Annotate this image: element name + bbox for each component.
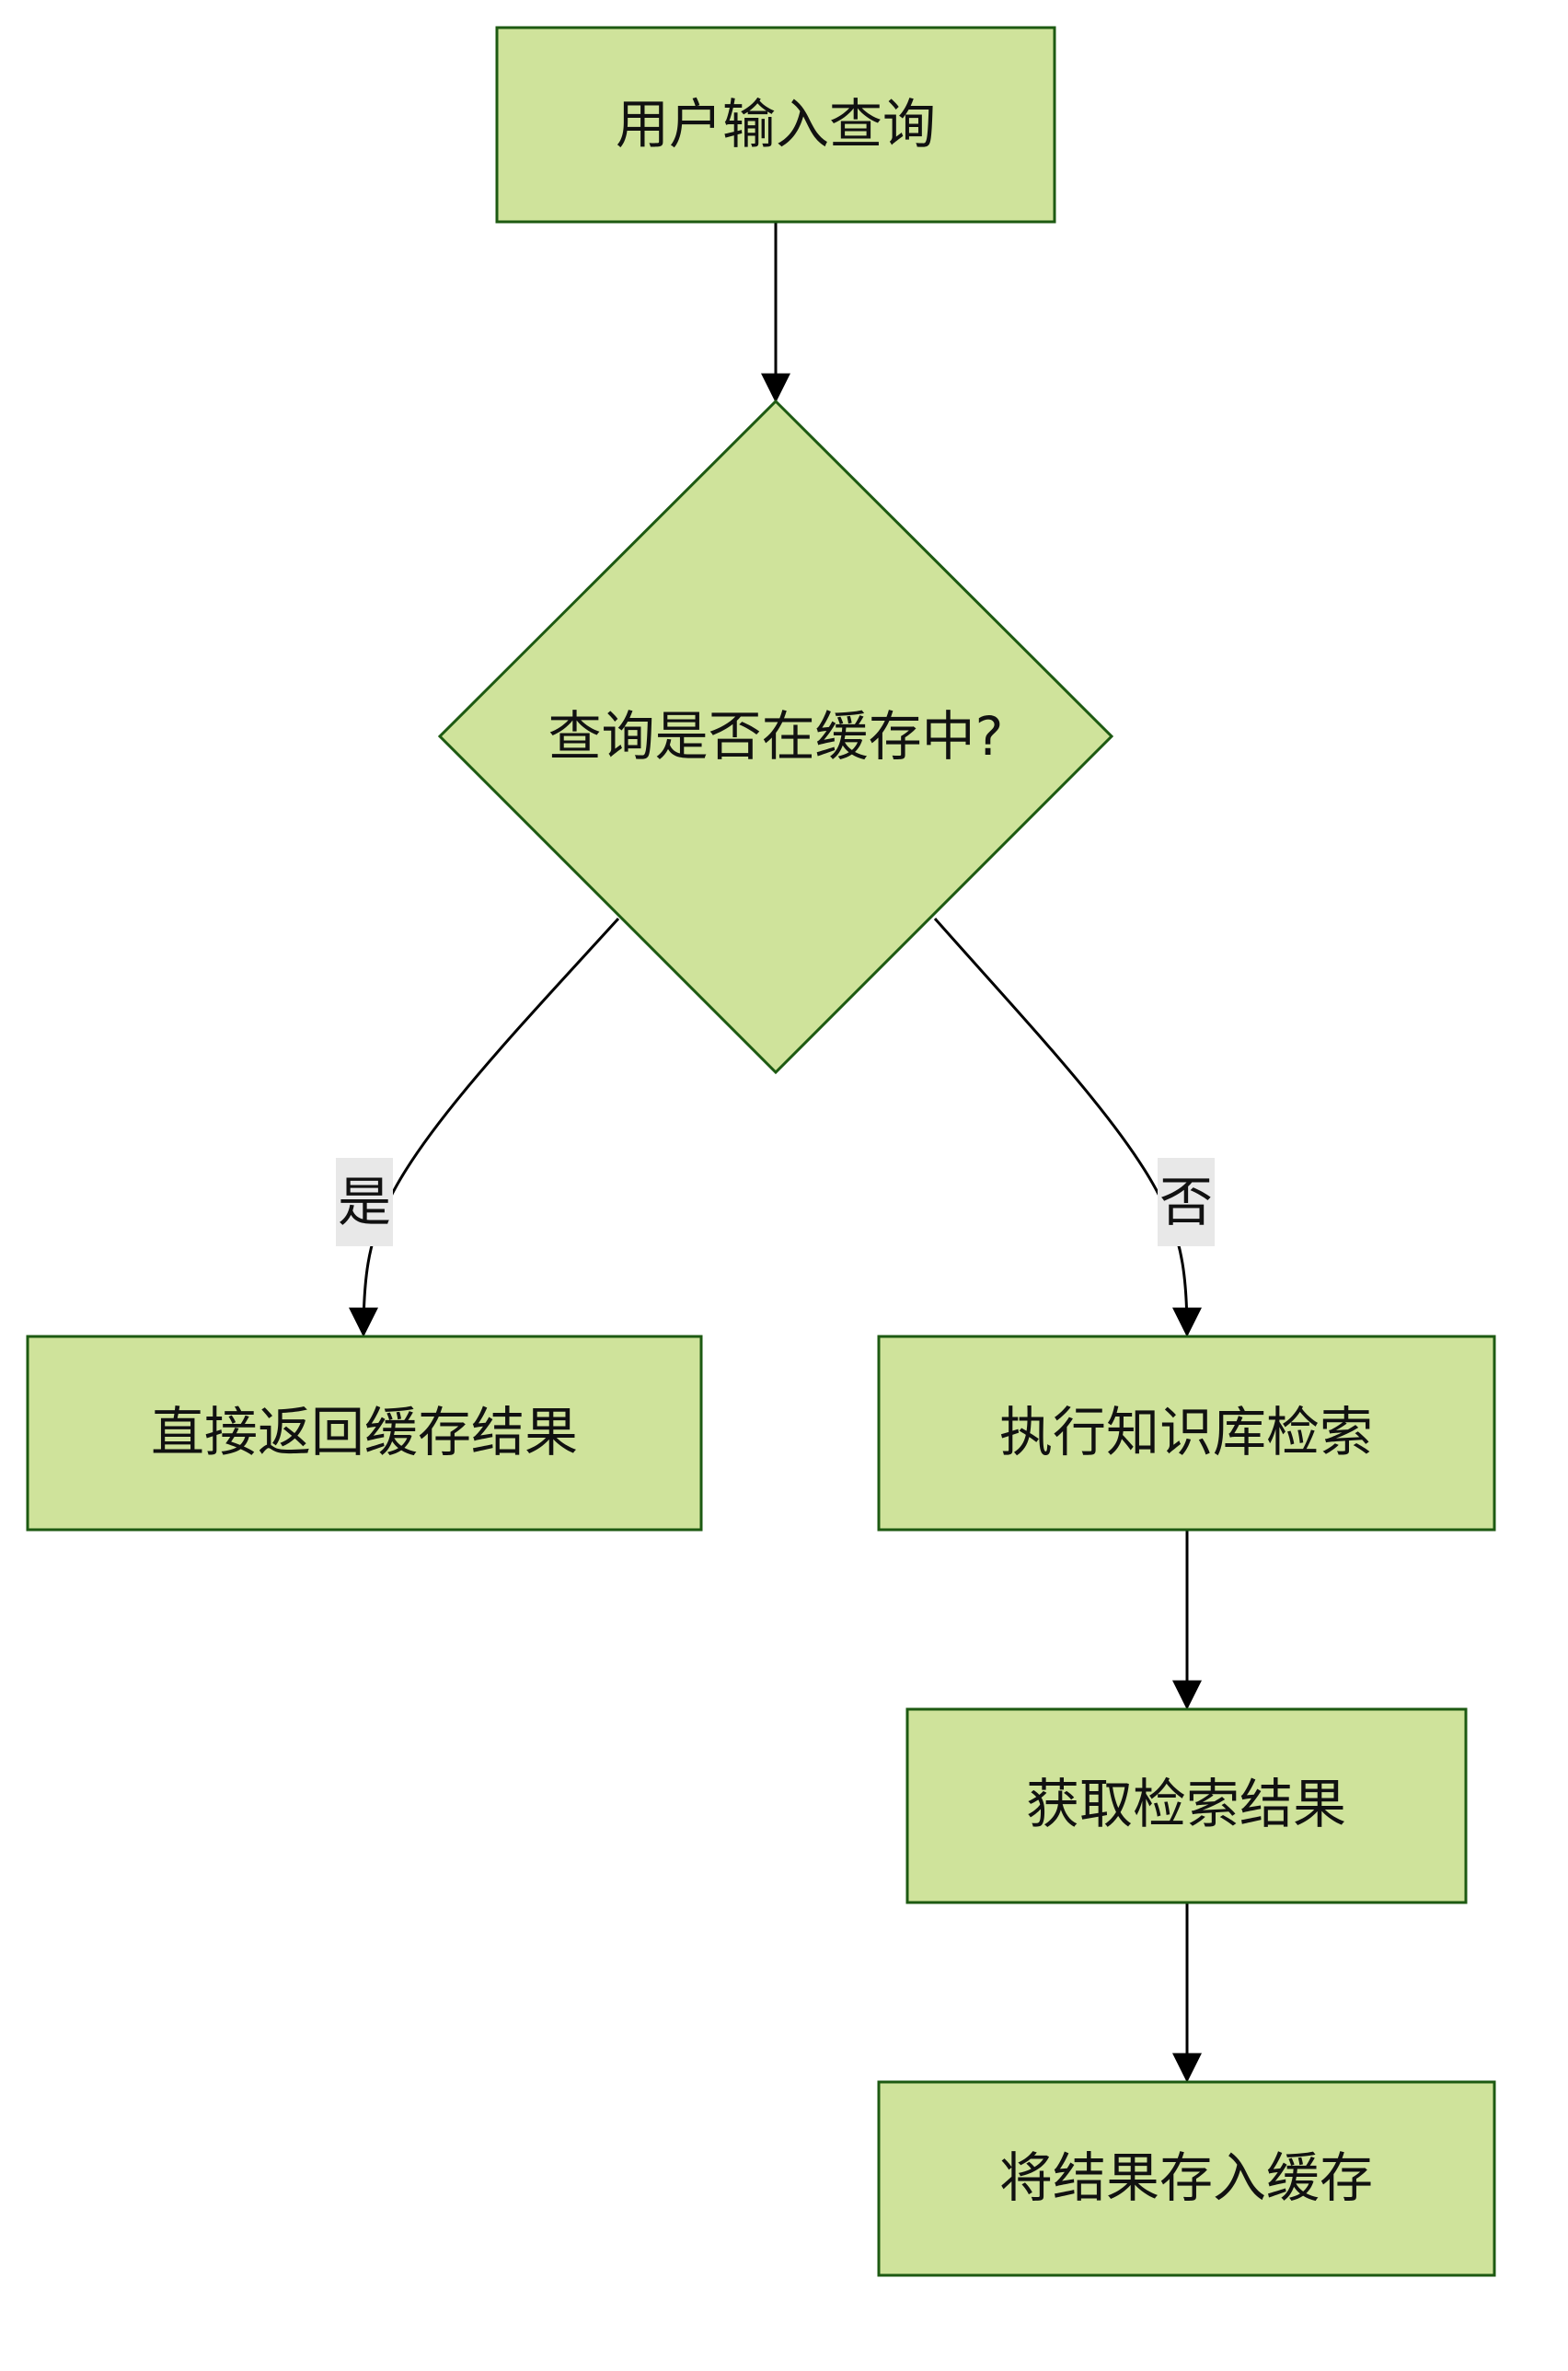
node-store-cache-label: 将结果存入缓存 xyxy=(999,2146,1373,2209)
edge-decision-to-execute-no xyxy=(933,918,1202,1337)
node-execute-retrieval-label: 执行知识库检索 xyxy=(999,1401,1373,1463)
node-decision-cache-label: 查询是否在缓存中? xyxy=(548,705,1004,768)
node-user-input-label: 用户输入查询 xyxy=(616,93,936,156)
node-get-results: 获取检索结果 xyxy=(905,1707,1468,1904)
edge-label-yes: 是 xyxy=(336,1158,393,1246)
node-return-cache: 直接返回缓存结果 xyxy=(26,1335,703,1532)
edge-label-no-text: 否 xyxy=(1159,1171,1213,1233)
node-user-input: 用户输入查询 xyxy=(495,26,1056,224)
node-return-cache-label: 直接返回缓存结果 xyxy=(151,1401,578,1463)
edge-label-no: 否 xyxy=(1158,1158,1215,1246)
node-get-results-label: 获取检索结果 xyxy=(1026,1773,1346,1835)
node-decision-cache: 查询是否在缓存中? xyxy=(437,399,1114,1075)
edge-label-yes-text: 是 xyxy=(338,1171,391,1233)
node-execute-retrieval: 执行知识库检索 xyxy=(877,1335,1496,1532)
node-store-cache: 将结果存入缓存 xyxy=(877,2080,1496,2277)
edge-decision-to-return-yes xyxy=(349,917,620,1337)
